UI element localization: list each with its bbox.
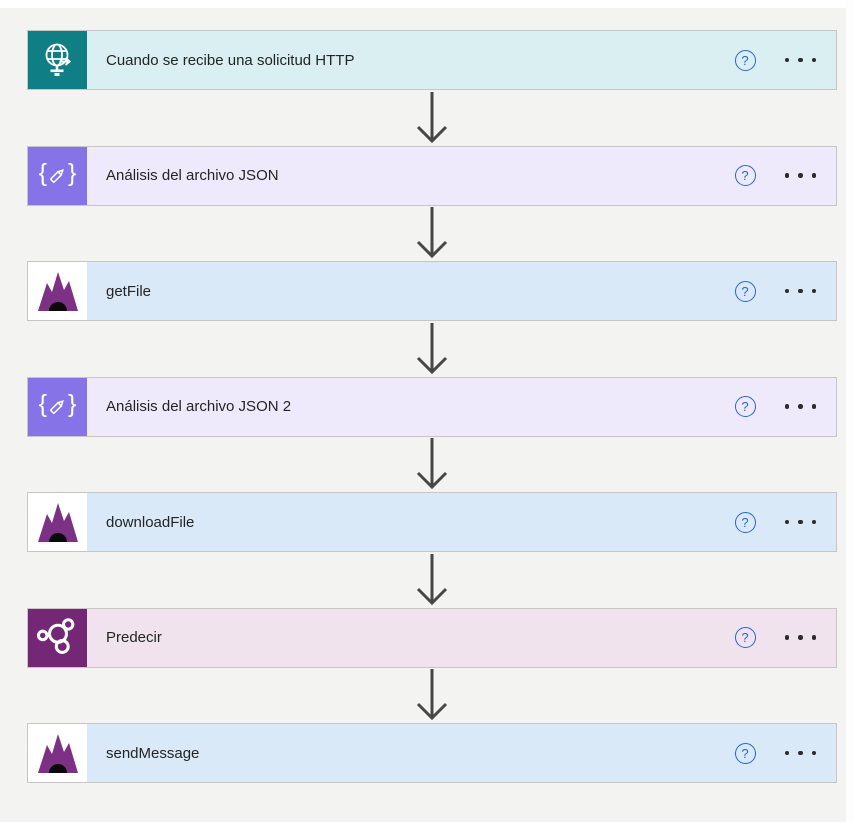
help-icon[interactable]: ? <box>734 396 756 417</box>
ellipsis-menu-icon[interactable] <box>784 283 816 300</box>
connector-arrow-icon <box>27 437 837 493</box>
parse-json-icon: { } <box>28 377 87 436</box>
step-title: Predecir <box>106 629 162 646</box>
flow-step-card-parse-json-2[interactable]: { } Análisis del archivo JSON 2 ? <box>27 376 837 437</box>
help-icon[interactable]: ? <box>734 511 756 533</box>
flow-step-card-sendmessage[interactable]: sendMessage ? <box>27 723 837 783</box>
connector-arrow-icon <box>27 668 837 724</box>
flow-step-card-getfile[interactable]: getFile ? <box>27 261 837 321</box>
flow-step-card-downloadfile[interactable]: downloadFile ? <box>27 492 837 552</box>
custom-connector-cave-icon <box>28 262 87 320</box>
ai-builder-predict-icon <box>28 608 87 667</box>
flow-step-card-parse-json[interactable]: { } Análisis del archivo JSON ? <box>27 145 837 206</box>
ellipsis-menu-icon[interactable] <box>784 398 816 415</box>
help-icon[interactable]: ? <box>734 742 756 764</box>
ellipsis-menu-icon[interactable] <box>784 629 816 646</box>
flow-designer-canvas: Cuando se recibe una solicitud HTTP ? { … <box>27 30 837 783</box>
flow-step-card-http-trigger[interactable]: Cuando se recibe una solicitud HTTP ? <box>27 30 837 90</box>
step-title: Análisis del archivo JSON <box>106 167 279 184</box>
connector-arrow-icon <box>27 552 837 608</box>
step-title: Cuando se recibe una solicitud HTTP <box>106 51 355 69</box>
custom-connector-cave-icon <box>28 724 87 782</box>
flow-step-card-predecir[interactable]: Predecir ? <box>27 607 837 668</box>
scrollbar-track[interactable] <box>846 0 854 822</box>
step-title: downloadFile <box>106 513 195 531</box>
connector-arrow-icon <box>27 206 837 262</box>
step-title: getFile <box>106 282 152 300</box>
help-icon[interactable]: ? <box>734 280 756 302</box>
custom-connector-cave-icon <box>28 493 87 551</box>
connector-arrow-icon <box>27 321 837 377</box>
step-title: sendMessage <box>106 744 200 762</box>
step-title: Análisis del archivo JSON 2 <box>106 398 292 415</box>
ellipsis-menu-icon[interactable] <box>784 167 816 184</box>
help-icon[interactable]: ? <box>734 49 756 71</box>
help-icon[interactable]: ? <box>734 627 756 648</box>
parse-json-icon: { } <box>28 146 87 205</box>
http-request-trigger-icon <box>28 31 87 89</box>
connector-arrow-icon <box>27 90 837 146</box>
help-icon[interactable]: ? <box>734 165 756 186</box>
ellipsis-menu-icon[interactable] <box>784 514 816 531</box>
ellipsis-menu-icon[interactable] <box>784 745 816 762</box>
page-top-margin <box>0 0 854 8</box>
ellipsis-menu-icon[interactable] <box>784 52 816 69</box>
